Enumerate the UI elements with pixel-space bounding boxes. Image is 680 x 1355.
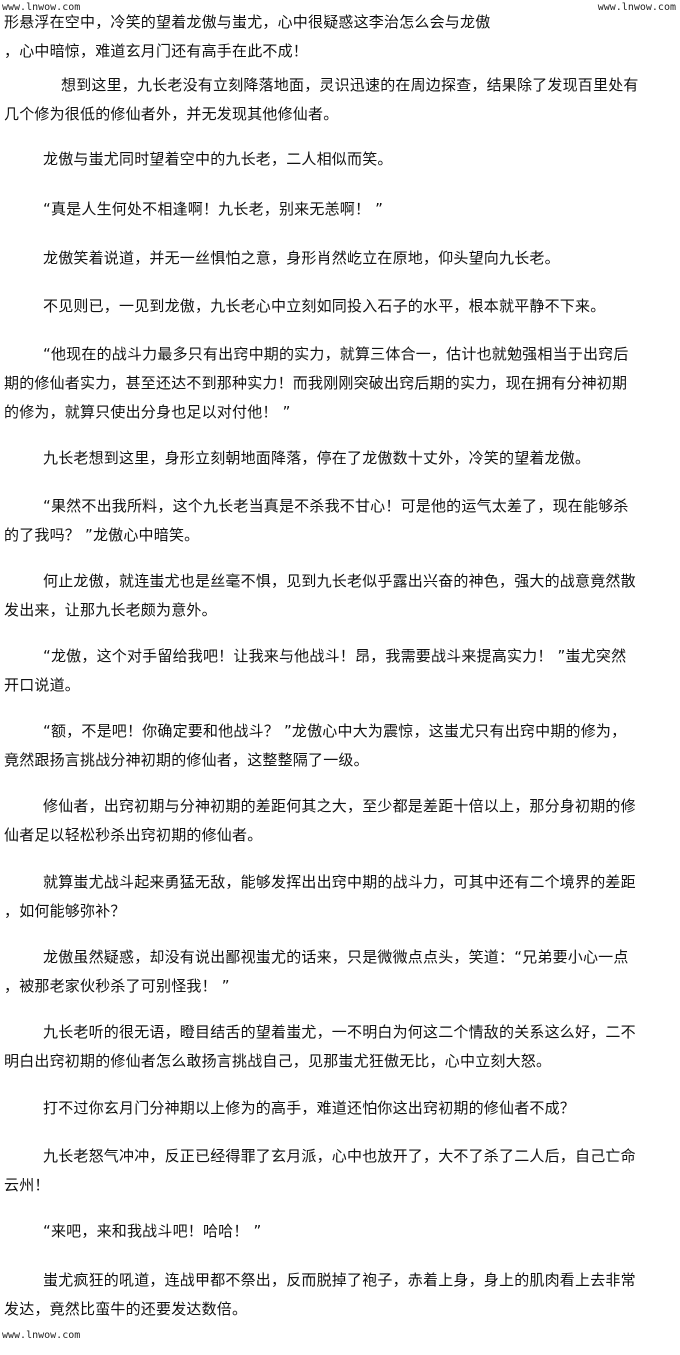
paragraph-line: 九长老怒气冲冲，反正已经得罪了玄月派，心中也放开了，大不了杀了二人后，自己亡命 xyxy=(43,1147,636,1165)
paragraph-line: 明白出窍初期的修仙者怎么敢扬言挑战自己，见那蚩尤狂傲无比，心中立刻大怒。 xyxy=(4,1052,552,1070)
paragraph: 九长老怒气冲冲，反正已经得罪了玄月派，心中也放开了，大不了杀了二人后，自己亡命云… xyxy=(0,1142,680,1200)
paragraph-line: 打不过你玄月门分神期以上修为的高手，难道还怕你这出窍初期的修仙者不成？ xyxy=(43,1099,576,1117)
paragraph: 不见则已，一见到龙傲，九长老心中立刻如同投入石子的水平，根本就平静不下来。 xyxy=(0,292,680,321)
paragraph-line: ，如何能够弥补？ xyxy=(4,902,126,920)
paragraph-line: 期的修仙者实力，甚至还达不到那种实力！而我刚刚突破出窍后期的实力，现在拥有分神初… xyxy=(4,374,628,392)
paragraph-line: ，被那老家伙秒杀了可别怪我！ ” xyxy=(4,977,230,995)
paragraph-line: 修仙者，出窍初期与分神初期的差距何其之大，至少都是差距十倍以上，那分身初期的修 xyxy=(43,797,636,815)
paragraph: 形悬浮在空中，冷笑的望着龙傲与蚩尤，心中很疑惑这李治怎么会与龙傲 ，心中暗惊，难道… xyxy=(0,8,680,66)
paragraph: 打不过你玄月门分神期以上修为的高手，难道还怕你这出窍初期的修仙者不成？ xyxy=(0,1094,680,1123)
paragraph: 蚩尤疯狂的吼道，连战甲都不祭出，反而脱掉了袍子，赤着上身，身上的肌肉看上去非常发… xyxy=(0,1266,680,1324)
paragraph-line: 龙傲笑着说道，并无一丝惧怕之意，身形肖然屹立在原地，仰头望向九长老。 xyxy=(43,249,560,267)
paragraph: “额，不是吧！你确定要和他战斗？ ”龙傲心中大为震惊，这蚩尤只有出窍中期的修为，… xyxy=(0,717,680,775)
paragraph-line: 龙傲与蚩尤同时望着空中的九长老，二人相似而笑。 xyxy=(43,150,393,168)
paragraph-line: 蚩尤疯狂的吼道，连战甲都不祭出，反而脱掉了袍子，赤着上身，身上的肌肉看上去非常 xyxy=(43,1271,636,1289)
paragraph: “果然不出我所料，这个九长老当真是不杀我不甘心！可是他的运气太差了，现在能够杀的… xyxy=(0,492,680,550)
paragraph: “真是人生何处不相逢啊！九长老，别来无恙啊！ ” xyxy=(0,195,680,224)
paragraph-line: 九长老听的很无语，瞪目结舌的望着蚩尤，一不明白为何这二个情敌的关系这么好，二不 xyxy=(43,1023,636,1041)
paragraph-line: “果然不出我所料，这个九长老当真是不杀我不甘心！可是他的运气太差了，现在能够杀 xyxy=(43,497,629,515)
paragraph-line: 竟然跟扬言挑战分神初期的修仙者，这整整隔了一级。 xyxy=(4,751,369,769)
paragraph: “他现在的战斗力最多只有出窍中期的实力，就算三体合一，估计也就勉强相当于出窍后期… xyxy=(0,340,680,427)
paragraph: 何止龙傲，就连蚩尤也是丝毫不惧，见到九长老似乎露出兴奋的神色，强大的战意竟然散发… xyxy=(0,567,680,625)
paragraph-line: 几个修为很低的修仙者外，并无发现其他修仙者。 xyxy=(4,105,339,123)
paragraph-line: 不见则已，一见到龙傲，九长老心中立刻如同投入石子的水平，根本就平静不下来。 xyxy=(43,297,606,315)
paragraph-line: 的了我吗？ ”龙傲心中暗笑。 xyxy=(4,526,200,544)
paragraph-line: ，心中暗惊，难道玄月门还有高手在此不成！ xyxy=(4,42,309,60)
paragraph-line: 龙傲虽然疑惑，却没有说出鄙视蚩尤的话来，只是微微点点头，笑道：“兄弟要小心一点 xyxy=(43,948,629,966)
paragraph-line: “额，不是吧！你确定要和他战斗？ ”龙傲心中大为震惊，这蚩尤只有出窍中期的修为， xyxy=(43,722,627,740)
paragraph-line: 就算蚩尤战斗起来勇猛无敌，能够发挥出出窍中期的战斗力，可其中还有二个境界的差距 xyxy=(43,873,636,891)
paragraph: 九长老听的很无语，瞪目结舌的望着蚩尤，一不明白为何这二个情敌的关系这么好，二不明… xyxy=(0,1018,680,1076)
paragraph-line: 云州！ xyxy=(4,1176,50,1194)
watermark-top-left: www.lnwow.com xyxy=(2,2,81,14)
paragraph-line: 形悬浮在空中，冷笑的望着龙傲与蚩尤，心中很疑惑这李治怎么会与龙傲 xyxy=(4,13,491,31)
paragraph-line: 想到这里，九长老没有立刻降落地面，灵识迅速的在周边探查，结果除了发现百里处有 xyxy=(61,76,639,94)
paragraph-line: “龙傲，这个对手留给我吧！让我来与他战斗！昂，我需要战斗来提高实力！ ”蚩尤突然 xyxy=(43,647,627,665)
paragraph: 龙傲笑着说道，并无一丝惧怕之意，身形肖然屹立在原地，仰头望向九长老。 xyxy=(0,244,680,273)
paragraph: “龙傲，这个对手留给我吧！让我来与他战斗！昂，我需要战斗来提高实力！ ”蚩尤突然… xyxy=(0,642,680,700)
paragraph-line: 发达，竟然比蛮牛的还要发达数倍。 xyxy=(4,1300,248,1318)
paragraph: 龙傲与蚩尤同时望着空中的九长老，二人相似而笑。 xyxy=(0,145,680,174)
paragraph-line: 发出来，让那九长老颇为意外。 xyxy=(4,601,217,619)
paragraph: 想到这里，九长老没有立刻降落地面，灵识迅速的在周边探查，结果除了发现百里处有几个… xyxy=(0,71,680,129)
paragraph: 就算蚩尤战斗起来勇猛无敌，能够发挥出出窍中期的战斗力，可其中还有二个境界的差距 ，… xyxy=(0,868,680,926)
paragraph: 九长老想到这里，身形立刻朝地面降落，停在了龙傲数十丈外，冷笑的望着龙傲。 xyxy=(0,444,680,473)
paragraph: 修仙者，出窍初期与分神初期的差距何其之大，至少都是差距十倍以上，那分身初期的修仙… xyxy=(0,792,680,850)
paragraph: “来吧，来和我战斗吧！哈哈！ ” xyxy=(0,1217,680,1246)
paragraph-line: 仙者足以轻松秒杀出窍初期的修仙者。 xyxy=(4,826,263,844)
paragraph-line: “他现在的战斗力最多只有出窍中期的实力，就算三体合一，估计也就勉强相当于出窍后 xyxy=(43,345,629,363)
paragraph-line: “真是人生何处不相逢啊！九长老，别来无恙啊！ ” xyxy=(43,200,384,218)
watermark-top-right: www.lnwow.com xyxy=(597,2,676,14)
watermark-bottom-left: www.lnwow.com xyxy=(2,1330,81,1342)
paragraph-line: 何止龙傲，就连蚩尤也是丝毫不惧，见到九长老似乎露出兴奋的神色，强大的战意竟然散 xyxy=(43,572,636,590)
paragraph: 龙傲虽然疑惑，却没有说出鄙视蚩尤的话来，只是微微点点头，笑道：“兄弟要小心一点 ，… xyxy=(0,943,680,1001)
paragraph-line: 九长老想到这里，身形立刻朝地面降落，停在了龙傲数十丈外，冷笑的望着龙傲。 xyxy=(43,449,591,467)
paragraph-line: “来吧，来和我战斗吧！哈哈！ ” xyxy=(43,1222,262,1240)
paragraph-line: 开口说道。 xyxy=(4,676,81,694)
paragraph-line: 的修为，就算只使出分身也足以对付他！ ” xyxy=(4,403,291,421)
